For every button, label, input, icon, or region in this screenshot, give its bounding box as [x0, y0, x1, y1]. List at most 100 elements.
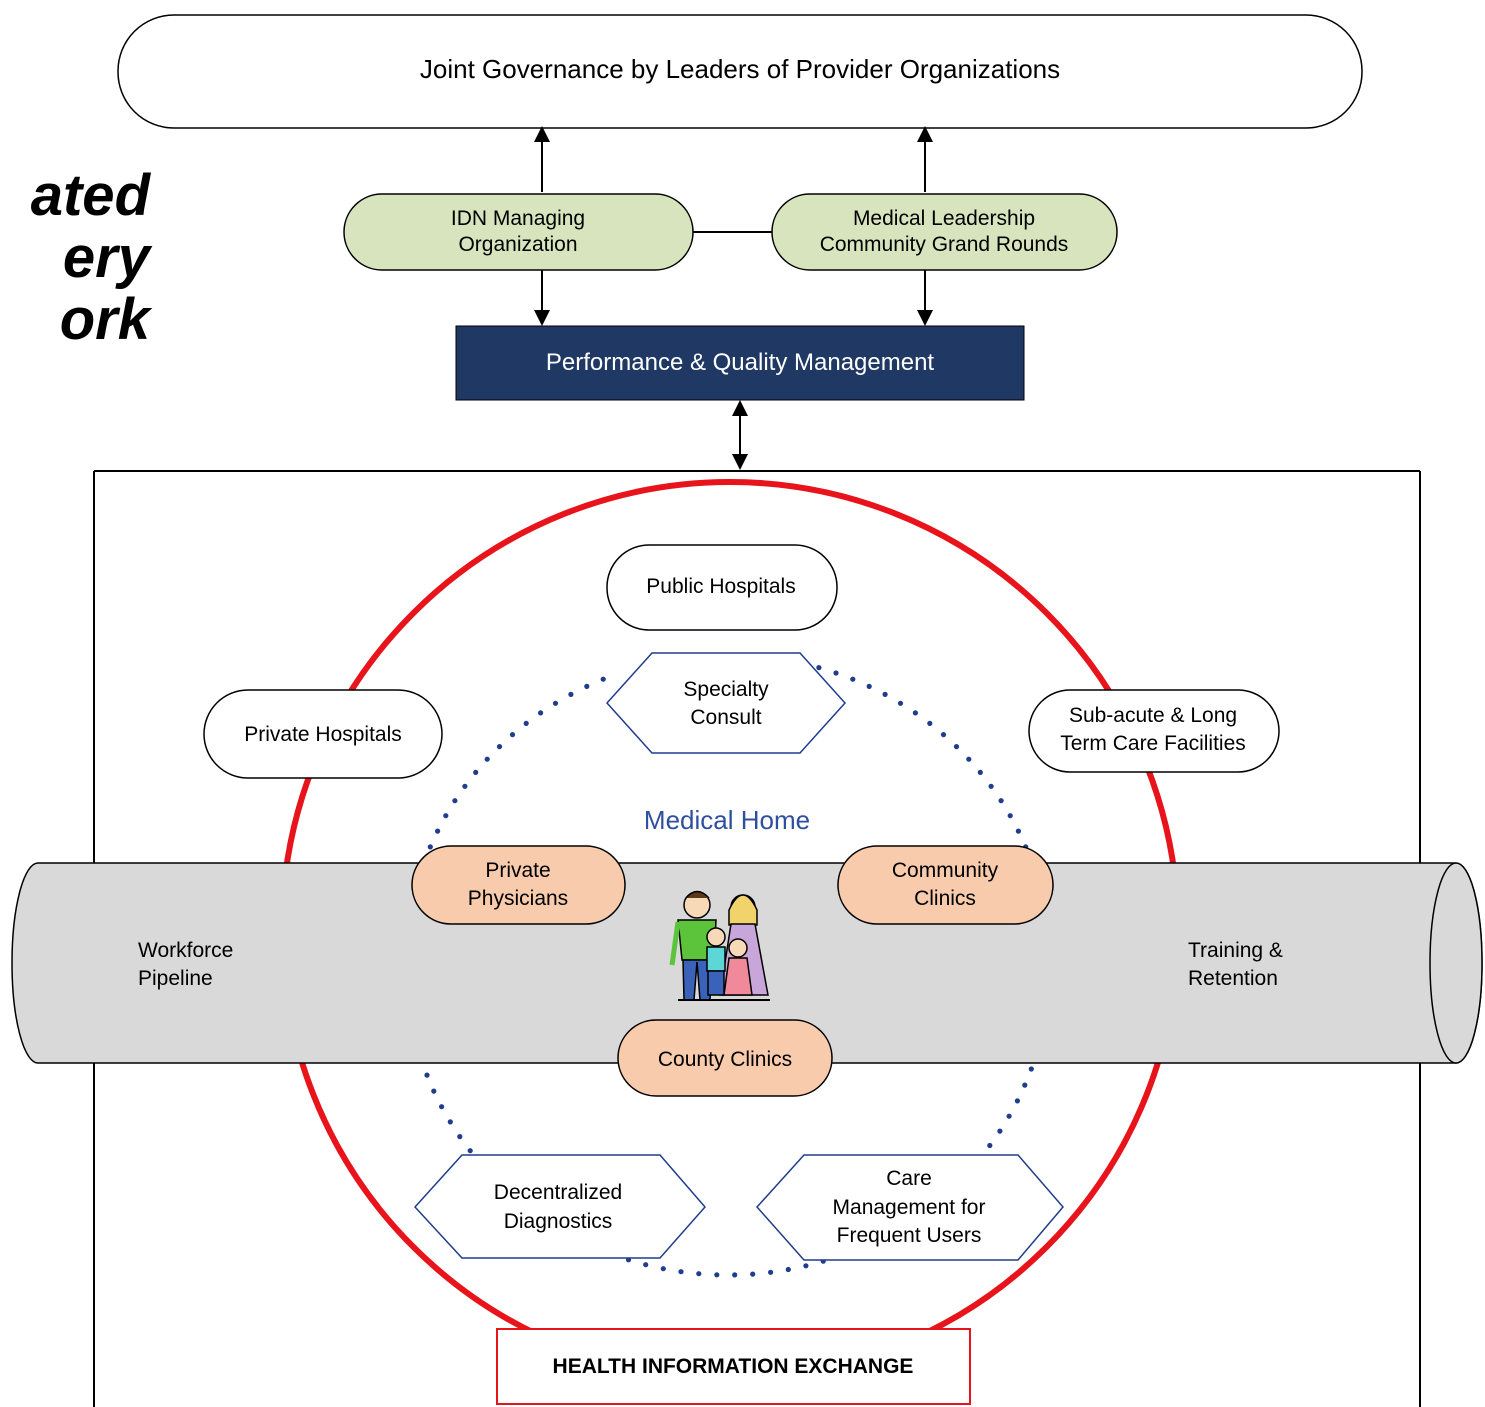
private-physicians-line-2: Physicians	[468, 887, 568, 910]
decentralized-line-2: Diagnostics	[504, 1210, 613, 1233]
community-clinics-line-1: Community	[892, 859, 999, 882]
private-physicians: Private Physicians	[411, 845, 626, 925]
medical-home-dot	[785, 1266, 791, 1273]
medical-home-dot	[643, 1262, 649, 1268]
medical-home-dot	[439, 1104, 445, 1110]
decentralized-line-1: Decentralized	[494, 1181, 622, 1204]
county-clinics-label: County Clinics	[658, 1048, 792, 1071]
public-hospitals-label: Public Hospitals	[646, 575, 795, 598]
health-information-exchange: HEALTH INFORMATION EXCHANGE	[496, 1328, 971, 1405]
medical-home-dot	[997, 1128, 1003, 1134]
medical-home-dot	[600, 676, 606, 682]
private-physicians-line-1: Private	[485, 859, 550, 882]
medical-home-dot	[987, 1142, 993, 1149]
governance-box: Joint Governance by Leaders of Provider …	[117, 14, 1363, 129]
private-hospitals-label: Private Hospitals	[244, 723, 402, 746]
medical-home-dot	[431, 1088, 437, 1094]
medical-home-dot	[833, 670, 839, 676]
medical-home-dot	[912, 710, 919, 716]
medical-home-dot	[496, 744, 503, 750]
medical-home-dot	[552, 700, 559, 706]
medical-home-dot	[1007, 813, 1013, 819]
medical-home-dot	[484, 756, 490, 762]
title-line-2: ery	[62, 225, 150, 290]
medical-home-dot	[897, 700, 904, 706]
subacute-line-2: Term Care Facilities	[1060, 732, 1246, 755]
medical-home-dot	[696, 1271, 702, 1277]
medical-home-dot	[1015, 828, 1022, 834]
decentralized-diagnostics: Decentralized Diagnostics	[413, 1154, 706, 1259]
public-hospitals: Public Hospitals	[606, 544, 838, 631]
medical-home-dot	[660, 1266, 666, 1272]
medical-home-dot	[452, 798, 458, 804]
medical-home-dot	[462, 783, 468, 789]
medical-home-dot	[1006, 1113, 1012, 1119]
medical-home-dot	[850, 676, 856, 682]
community-clinics: Community Clinics	[837, 845, 1054, 925]
medical-home-dot	[443, 813, 449, 819]
idn-line-2: Organization	[458, 233, 577, 256]
subacute-care: Sub-acute & Long Term Care Facilities	[1028, 689, 1280, 773]
medical-home-dot	[866, 683, 872, 690]
medical-home-dot	[427, 844, 433, 850]
medical-home-dot	[584, 683, 590, 690]
medical-home-dot	[1022, 1082, 1028, 1088]
medical-home-dot	[816, 665, 822, 671]
medical-home-dot	[1028, 1066, 1034, 1072]
medlead-line-2: Community Grand Rounds	[820, 233, 1069, 256]
medical-home-dot	[678, 1269, 684, 1275]
medical-home-dot	[998, 798, 1004, 804]
medical-home-dot	[803, 1263, 809, 1269]
medical-home-dot	[457, 1134, 463, 1140]
medical-home-dot	[467, 1148, 473, 1154]
medical-home-dot	[538, 710, 544, 716]
care-management: Care Management for Frequent Users	[755, 1154, 1064, 1261]
title-line-3: ork	[59, 287, 150, 352]
medlead-line-1: Medical Leadership	[853, 207, 1035, 230]
medical-home-dot	[966, 756, 972, 762]
specialty-line-2: Consult	[690, 706, 761, 729]
medical-home-dot	[568, 691, 574, 698]
medical-home-dot	[940, 732, 947, 738]
medical-home-dot	[768, 1269, 774, 1275]
medical-home-dot	[509, 732, 516, 738]
specialty-line-1: Specialty	[683, 678, 769, 701]
medical-home-dot	[1014, 1098, 1021, 1104]
hie-label: HEALTH INFORMATION EXCHANGE	[553, 1355, 914, 1378]
medical-home-dot	[882, 691, 888, 698]
medical-home-dot	[523, 720, 529, 727]
medical-home-label: Medical Home	[644, 805, 810, 835]
care-mgmt-line-1: Care	[886, 1167, 932, 1190]
medical-home-dot	[435, 828, 441, 834]
performance-label: Performance & Quality Management	[546, 349, 935, 376]
medical-home-dot	[927, 720, 933, 727]
specialty-consult: Specialty Consult	[605, 652, 847, 754]
pipeline-right-line-1: Training &	[1188, 939, 1283, 962]
idn-line-1: IDN Managing	[451, 207, 585, 230]
pipeline-right-line-2: Retention	[1188, 967, 1278, 990]
medical-home-dot	[988, 783, 994, 789]
governance-label: Joint Governance by Leaders of Provider …	[420, 54, 1060, 84]
family-icon	[669, 890, 770, 1001]
subacute-line-1: Sub-acute & Long	[1069, 704, 1237, 727]
care-mgmt-line-2: Management for	[833, 1196, 986, 1219]
performance-box: Performance & Quality Management	[455, 325, 1025, 401]
pipeline-left-line-2: Pipeline	[138, 967, 213, 990]
county-clinics: County Clinics	[617, 1019, 833, 1097]
medical-home-dot	[732, 1272, 738, 1278]
medical-home-dot	[953, 744, 960, 750]
care-mgmt-line-3: Frequent Users	[837, 1224, 982, 1247]
title-line-1: ated	[30, 163, 150, 228]
idn-managing-org: IDN Managing Organization	[343, 193, 694, 271]
medical-home-dot	[977, 769, 983, 776]
medical-home-dot	[714, 1272, 720, 1278]
medical-home-dot	[750, 1271, 756, 1277]
medical-home-dot	[447, 1119, 453, 1125]
medical-leadership: Medical Leadership Community Grand Round…	[771, 193, 1118, 271]
pipeline-left-line-1: Workforce	[138, 939, 233, 962]
private-hospitals: Private Hospitals	[203, 689, 443, 779]
page-title: ated ery ork	[0, 165, 150, 351]
community-clinics-line-2: Clinics	[914, 887, 976, 910]
medical-home-dot	[473, 769, 479, 776]
